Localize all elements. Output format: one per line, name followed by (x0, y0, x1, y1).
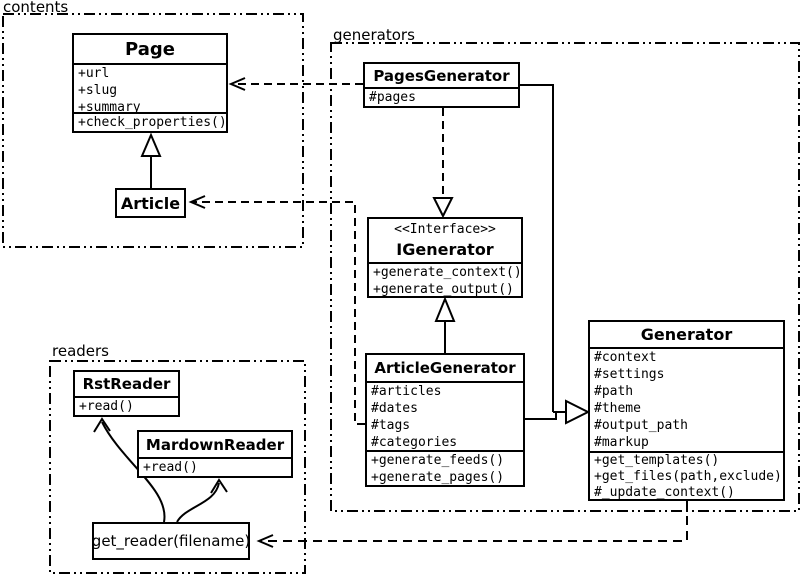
method: +generate_output() (373, 282, 514, 297)
attribute: +slug (78, 83, 118, 98)
class-mardownreader-methods: +read() (139, 457, 291, 476)
attribute: #articles (371, 384, 442, 399)
class-generator-methods: +get_templates() +get_files(path,exclude… (590, 451, 783, 500)
method: +check_properties() (78, 115, 227, 130)
class-pagesgenerator-attributes: #pages (365, 87, 518, 106)
attribute: #settings (594, 367, 665, 382)
class-igenerator-stereotype: <<Interface>> (394, 222, 496, 237)
arrow-pagesgenerator-to-igenerator (432, 108, 454, 219)
class-rstreader-methods: +read() (75, 396, 178, 415)
arrow-articlegenerator-to-article (188, 195, 365, 425)
class-pagesgenerator: PagesGenerator #pages (363, 62, 520, 108)
class-igenerator-methods: +generate_context() +generate_output() (369, 262, 522, 298)
attribute: #dates (371, 401, 418, 416)
attribute: #context (594, 350, 657, 365)
arrow-generator-to-getreader (256, 501, 688, 548)
arrow-generators-to-generator (520, 84, 591, 425)
method: +read() (79, 399, 134, 414)
attribute: #output_path (594, 418, 688, 433)
class-articlegenerator-title: ArticleGenerator (374, 359, 516, 377)
class-generator-title: Generator (640, 325, 733, 344)
generators-package-border (330, 42, 800, 512)
class-rstreader-title: RstReader (82, 375, 171, 393)
readers-package-label: readers (52, 342, 109, 360)
arrow-articlegenerator-to-igenerator (434, 296, 456, 353)
box-get-reader: get_reader(filename) (92, 522, 250, 560)
method: +generate_feeds() (371, 453, 505, 468)
class-articlegenerator-methods: +generate_feeds() +generate_pages() (367, 450, 523, 485)
class-articlegenerator-attributes: #articles #dates #tags #categories (367, 381, 523, 450)
method: #_update_context() (594, 485, 735, 500)
class-article-title: Article (120, 193, 181, 213)
attribute: #path (594, 384, 634, 399)
attribute: #pages (369, 90, 416, 105)
method: +read() (143, 460, 198, 475)
method: +get_templates() (594, 453, 720, 468)
class-mardownreader-title: MardownReader (145, 435, 285, 454)
attribute: +url (78, 66, 110, 81)
class-page-attributes: +url +slug +summary (74, 63, 226, 115)
contents-package-border (2, 13, 304, 248)
class-articlegenerator: ArticleGenerator #articles #dates #tags … (365, 353, 525, 487)
attribute: #markup (594, 435, 649, 450)
class-article: Article (115, 188, 186, 218)
generators-package-label: generators (333, 26, 415, 44)
arrow-article-to-page (140, 132, 162, 188)
readers-package-border (49, 360, 306, 574)
class-page-title: Page (125, 38, 175, 60)
class-rstreader: RstReader +read() (73, 370, 180, 417)
class-pagesgenerator-title: PagesGenerator (373, 66, 510, 85)
class-page-methods: +check_properties() (74, 112, 227, 131)
method: +generate_context() (373, 265, 522, 280)
method: +generate_pages() (371, 470, 505, 485)
attribute: #categories (371, 435, 458, 450)
arrow-pagesgenerator-to-page (228, 77, 363, 91)
class-mardownreader: MardownReader +read() (137, 430, 293, 478)
class-igenerator-header: <<Interface>> IGenerator (369, 219, 521, 262)
box-get-reader-label: get_reader(filename) (91, 532, 251, 550)
method: +get_files(path,exclude) (594, 469, 782, 484)
class-igenerator-title: IGenerator (396, 239, 494, 259)
class-igenerator: <<Interface>> IGenerator +generate_conte… (367, 217, 523, 298)
class-page: Page +url +slug +summary +check_properti… (72, 33, 228, 133)
attribute: #tags (371, 418, 411, 433)
class-generator: Generator #context #settings #path #them… (588, 320, 785, 501)
attribute: +summary (78, 100, 141, 115)
attribute: #theme (594, 401, 641, 416)
arrow-getreader-to-mardownreader (176, 478, 228, 523)
contents-package-label: contents (3, 0, 69, 16)
class-generator-attributes: #context #settings #path #theme #output_… (590, 347, 783, 451)
